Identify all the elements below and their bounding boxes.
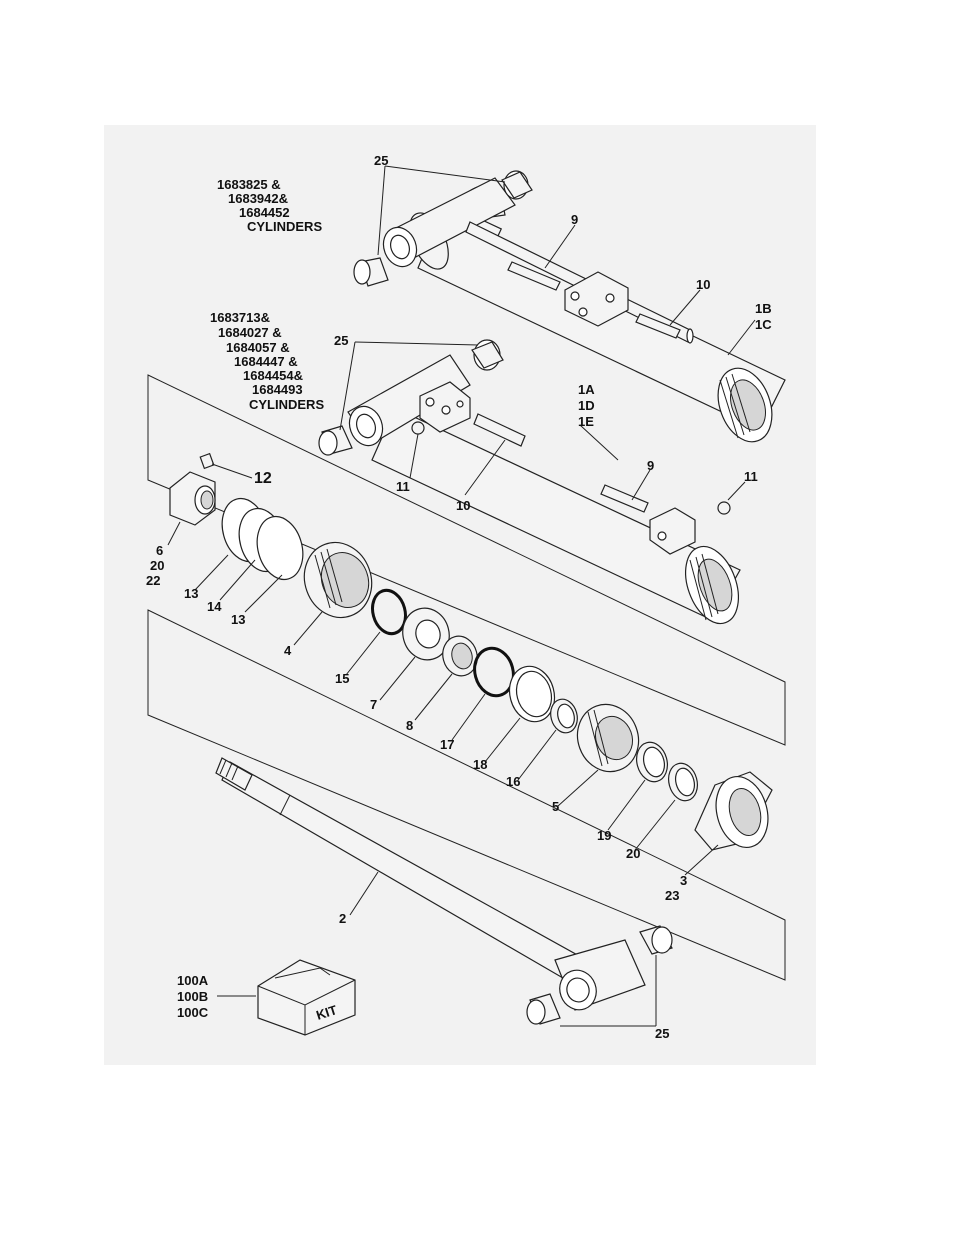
callout-25-mid: 25 (334, 333, 348, 348)
head-seal-stack (147, 374, 786, 851)
callout-20-a: 20 (150, 558, 164, 573)
lower-barrel (318, 339, 741, 625)
callout-13-b: 13 (231, 612, 245, 627)
upper-group-line-3: 1684452 (239, 205, 290, 220)
lower-group-line-2: 1684027 & (218, 325, 282, 340)
callout-19: 19 (597, 828, 611, 843)
callout-17: 17 (440, 737, 454, 752)
upper-group-line-4: CYLINDERS (247, 219, 322, 234)
callout-100a: 100A (177, 973, 209, 988)
cylinder-group-upper: 1683825 & 1683942& 1684452 CYLINDERS (217, 177, 322, 234)
callout-25-bot: 25 (655, 1026, 669, 1041)
callout-6: 6 (156, 543, 163, 558)
kit-box: KIT (257, 959, 356, 1036)
leader-lines (167, 165, 756, 1027)
callout-7: 7 (370, 697, 377, 712)
callout-11-left: 11 (396, 479, 410, 494)
callout-13-a: 13 (184, 586, 198, 601)
callout-1a: 1A (578, 382, 595, 397)
lower-group-line-5: 1684454& (243, 368, 303, 383)
callout-14: 14 (207, 599, 222, 614)
callout-2: 2 (339, 911, 346, 926)
rod-assembly (147, 609, 786, 1025)
callout-20-b: 20 (626, 846, 640, 861)
callout-25-top: 25 (374, 153, 388, 168)
lower-group-line-1: 1683713& (210, 310, 270, 325)
kit-box-label: KIT (314, 1002, 339, 1023)
callout-100c: 100C (177, 1005, 209, 1020)
upper-group-line-1: 1683825 & (217, 177, 281, 192)
callout-15: 15 (335, 671, 349, 686)
callout-9-top: 9 (571, 212, 578, 227)
cylinder-group-lower: 1683713& 1684027 & 1684057 & 1684447 & 1… (210, 310, 324, 412)
callout-10-mid: 10 (456, 498, 470, 513)
callout-3: 3 (680, 873, 687, 888)
callout-23: 23 (665, 888, 679, 903)
upper-group-line-2: 1683942& (228, 191, 288, 206)
lower-group-line-4: 1684447 & (234, 354, 298, 369)
callout-5: 5 (552, 799, 559, 814)
callout-100b: 100B (177, 989, 208, 1004)
callout-12: 12 (254, 470, 272, 487)
callout-10-top: 10 (696, 277, 710, 292)
callout-18: 18 (473, 757, 487, 772)
callout-1c: 1C (755, 317, 772, 332)
lower-group-line-6: 1684493 (252, 382, 303, 397)
callout-11-right: 11 (744, 469, 758, 484)
callouts: 25 9 10 1B 1C 25 1A 1D 1E 9 11 12 11 10 … (146, 153, 772, 1041)
callout-8: 8 (406, 718, 413, 733)
callout-1d: 1D (578, 398, 595, 413)
callout-9-mid: 9 (647, 458, 654, 473)
callout-1b: 1B (755, 301, 772, 316)
lower-group-line-7: CYLINDERS (249, 397, 324, 412)
upper-barrel (353, 170, 786, 443)
callout-1e: 1E (578, 414, 594, 429)
callout-4: 4 (284, 643, 292, 658)
callout-22: 22 (146, 573, 160, 588)
callout-16: 16 (506, 774, 520, 789)
lower-group-line-3: 1684057 & (226, 340, 290, 355)
